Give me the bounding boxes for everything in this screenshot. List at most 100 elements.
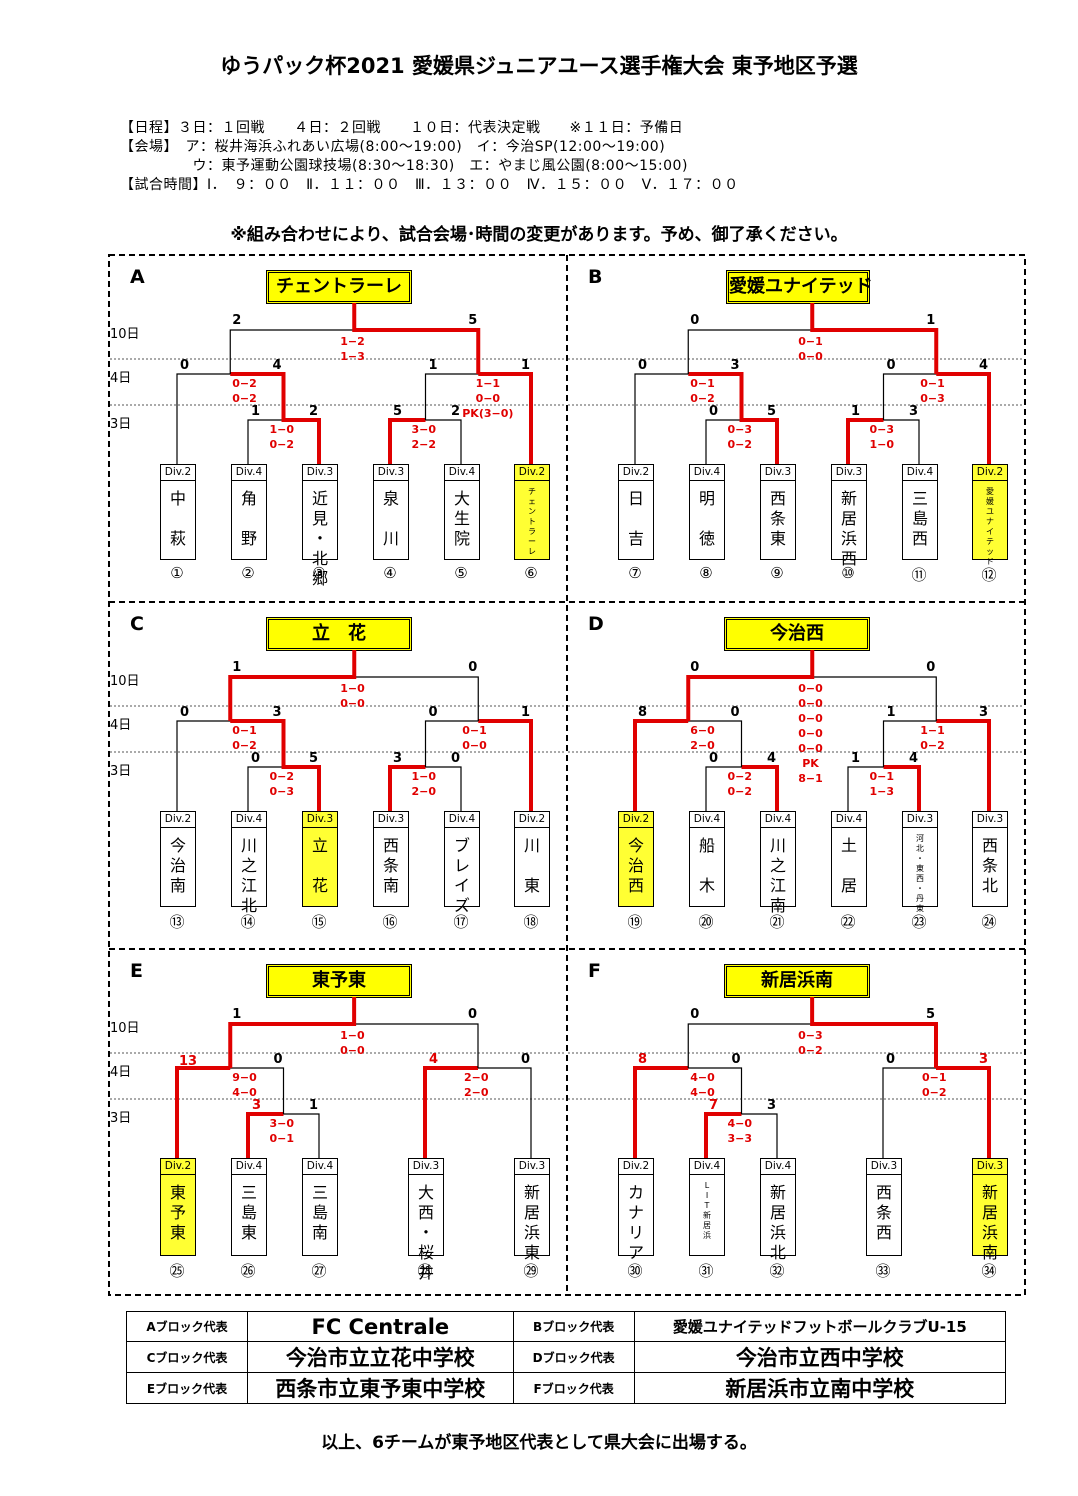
team-division: Div.3 bbox=[303, 812, 337, 828]
match-score: 0−3 0−2 bbox=[798, 1029, 823, 1057]
team-name: 三 島 東 bbox=[240, 1183, 257, 1242]
win-path bbox=[388, 418, 426, 464]
match-score: 4−0 4−0 bbox=[690, 1071, 715, 1099]
rep-label: Bブロック代表 bbox=[512, 1311, 635, 1342]
team-number: ⑦ bbox=[628, 564, 642, 582]
win-path bbox=[633, 1066, 689, 1158]
representatives-table: Aブロック代表 FC Centrale Bブロック代表 愛媛ユナイテッドフットボ… bbox=[126, 1311, 1007, 1404]
rep-value: 今治市立西中学校 bbox=[633, 1341, 1007, 1373]
team-name: 大 西 ・ 桜 井 bbox=[417, 1183, 434, 1282]
bracket-lines bbox=[110, 303, 566, 464]
bracket-line bbox=[176, 373, 285, 464]
team-name: 東 予 東 bbox=[169, 1183, 186, 1242]
score: 0 bbox=[180, 358, 190, 373]
match-score: 1−0 2−0 bbox=[411, 770, 437, 798]
team-number: ⑳ bbox=[698, 913, 714, 931]
team-number: ⑮ bbox=[311, 913, 327, 931]
win-path bbox=[688, 372, 777, 422]
team-number: ㉜ bbox=[769, 1262, 785, 1280]
score: 0 bbox=[886, 358, 896, 373]
score: 4 bbox=[909, 751, 919, 766]
win-path bbox=[741, 765, 779, 811]
team-division: Div.4 bbox=[445, 812, 479, 828]
match-time-line: 【試合時間】Ⅰ． ９：００ Ⅱ．１１：００ Ⅲ．１３：００ Ⅳ．１５：００ Ⅴ．… bbox=[120, 177, 739, 193]
win-path bbox=[230, 372, 319, 422]
day-label: 3日 bbox=[110, 764, 132, 779]
score: 4 bbox=[272, 358, 282, 373]
win-path bbox=[423, 1066, 478, 1158]
team-name: 川 東 bbox=[523, 836, 540, 895]
day-label: 4日 bbox=[110, 718, 132, 733]
team-division: Div.4 bbox=[232, 812, 266, 828]
day-label: 10日 bbox=[110, 1021, 140, 1036]
score: 1 bbox=[851, 404, 861, 419]
match-score: 1−2 1−3 bbox=[340, 335, 365, 363]
score: 1 bbox=[309, 1098, 319, 1113]
score: 1 bbox=[232, 1007, 242, 1022]
team-number: ㉘ bbox=[417, 1262, 433, 1280]
score: 2 bbox=[451, 404, 461, 419]
day-label: 4日 bbox=[110, 1065, 132, 1080]
win-path bbox=[704, 1112, 742, 1158]
match-score: 2−0 2−0 bbox=[464, 1071, 489, 1099]
team-division: Div.4 bbox=[232, 465, 266, 481]
team-division: Div.3 bbox=[832, 465, 866, 481]
team-name: L I T 新 居 浜 bbox=[703, 1181, 711, 1240]
score: 0 bbox=[428, 705, 438, 720]
win-path bbox=[230, 719, 319, 769]
score: 0 bbox=[468, 660, 478, 675]
match-score: 0−2 0−2 bbox=[232, 377, 257, 405]
team-number: ④ bbox=[383, 564, 397, 582]
score: 1 bbox=[428, 358, 438, 373]
rep-label: Cブロック代表 bbox=[126, 1341, 248, 1373]
win-path bbox=[936, 372, 991, 464]
notice: ※組み合わせにより、試合会場･時間の変更があります。予め、御了承ください。 bbox=[230, 225, 848, 245]
score: 0 bbox=[730, 705, 740, 720]
match-score: 0−1 0−2 bbox=[922, 1071, 947, 1099]
win-path bbox=[175, 1066, 231, 1158]
win-path bbox=[686, 650, 815, 721]
team-number: ㉛ bbox=[698, 1262, 714, 1280]
day-label: 3日 bbox=[110, 1111, 132, 1126]
team-number: ⑫ bbox=[981, 566, 997, 584]
rep-label: Dブロック代表 bbox=[512, 1341, 635, 1373]
match-score: 1−0 0−0 bbox=[340, 1029, 365, 1057]
team-number: ⑨ bbox=[770, 564, 784, 582]
match-score: 0−0 0−0 0−0 0−0 0−0 PK 8−1 bbox=[798, 682, 823, 785]
team-division: Div.2 bbox=[161, 1159, 195, 1175]
team-division: Div.3 bbox=[374, 812, 408, 828]
score: 0 bbox=[180, 705, 190, 720]
team-number: ① bbox=[170, 564, 184, 582]
win-path bbox=[633, 719, 689, 811]
team-name: 愛 媛 ユ ナ イ テ ッ ド bbox=[986, 487, 994, 566]
team-number: ⑱ bbox=[523, 913, 539, 931]
score: 0 bbox=[251, 751, 261, 766]
score: 1 bbox=[251, 404, 261, 419]
score: 3 bbox=[767, 1098, 777, 1113]
team-division: Div.4 bbox=[690, 1159, 724, 1175]
score: 0 bbox=[690, 1007, 700, 1022]
team-division: Div.2 bbox=[515, 465, 549, 481]
score: 0 bbox=[709, 404, 719, 419]
block-letter: A bbox=[130, 266, 145, 288]
match-score: 9−0 4−0 bbox=[232, 1071, 257, 1099]
win-path bbox=[936, 719, 991, 811]
score: 3 bbox=[979, 705, 989, 720]
team-number: ㉔ bbox=[981, 913, 997, 931]
team-name: 中 萩 bbox=[169, 489, 186, 548]
rep-value: 西条市立東予東中学校 bbox=[247, 1372, 514, 1404]
